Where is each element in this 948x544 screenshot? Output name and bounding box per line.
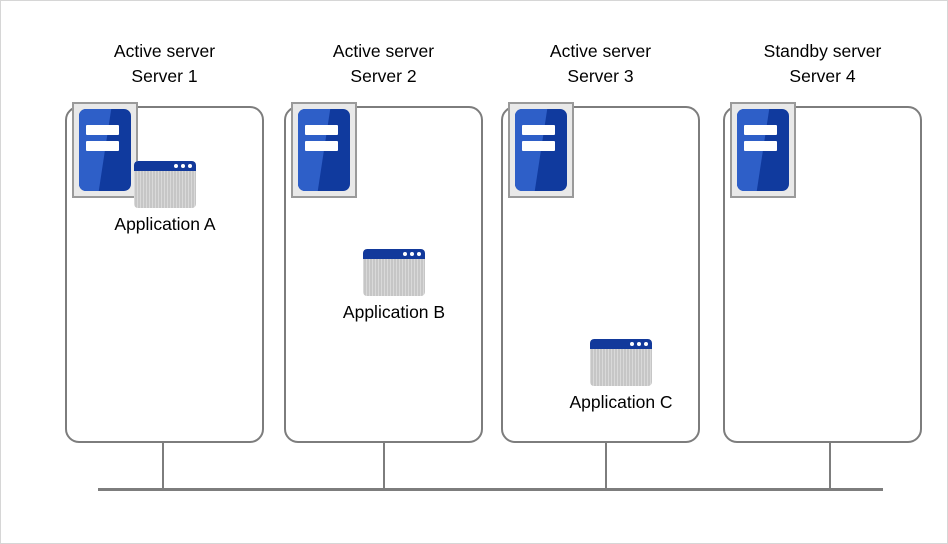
server-name-label-4: Server 4 (789, 66, 856, 86)
window-titlebar (363, 249, 425, 259)
network-bus-line (98, 488, 883, 491)
server-role-label-1: Active server (113, 41, 216, 61)
server-slot-bar-top (86, 124, 119, 135)
server-chassis-shape (737, 109, 789, 191)
server-chassis-shape (79, 109, 131, 191)
window-titlebar (590, 339, 652, 349)
server-name-label-2: Server 2 (350, 66, 417, 86)
server-role-label-3: Active server (549, 41, 652, 61)
application-label-b: Application B (342, 302, 446, 322)
application-window-icon (134, 161, 196, 208)
window-titlebar (134, 161, 196, 171)
application-window-icon (363, 249, 425, 296)
window-buttons-icon (174, 164, 192, 168)
application-item-a[interactable]: Application A (113, 161, 217, 235)
server-slot-bar-bottom (86, 140, 119, 152)
server-slot-bar-bottom (744, 140, 777, 152)
server-caption-4: Standby server Server 4 (723, 39, 922, 89)
bus-drop-line-2 (383, 443, 385, 490)
server-column-3: Active server Server 3 Application C (501, 1, 700, 543)
server-machine-icon (730, 102, 796, 198)
server-box-4[interactable] (723, 106, 922, 443)
server-chassis-shape (515, 109, 567, 191)
server-caption-1: Active server Server 1 (65, 39, 264, 89)
server-role-label-4: Standby server (763, 41, 882, 61)
server-slot-bar-bottom (305, 140, 338, 152)
bus-drop-line-3 (605, 443, 607, 490)
server-caption-2: Active server Server 2 (284, 39, 483, 89)
window-buttons-icon (630, 342, 648, 346)
window-buttons-icon (403, 252, 421, 256)
server-caption-3: Active server Server 3 (501, 39, 700, 89)
server-slot-bar-top (305, 124, 338, 135)
server-role-label-2: Active server (332, 41, 435, 61)
server-name-label-3: Server 3 (567, 66, 634, 86)
server-column-4: Standby server Server 4 (723, 1, 922, 543)
server-column-1: Active server Server 1 Application A (65, 1, 264, 543)
server-chassis-shape (298, 109, 350, 191)
application-item-b[interactable]: Application B (342, 249, 446, 323)
application-label-c: Application C (569, 392, 673, 412)
server-slot-bar-bottom (522, 140, 555, 152)
application-item-c[interactable]: Application C (569, 339, 673, 413)
server-name-label-1: Server 1 (131, 66, 198, 86)
bus-drop-line-1 (162, 443, 164, 490)
server-slot-bar-top (744, 124, 777, 135)
application-window-icon (590, 339, 652, 386)
server-column-2: Active server Server 2 Application B (284, 1, 483, 543)
server-machine-icon (291, 102, 357, 198)
server-slot-bar-top (522, 124, 555, 135)
server-machine-icon (72, 102, 138, 198)
server-machine-icon (508, 102, 574, 198)
application-label-a: Application A (114, 214, 216, 234)
bus-drop-line-4 (829, 443, 831, 490)
